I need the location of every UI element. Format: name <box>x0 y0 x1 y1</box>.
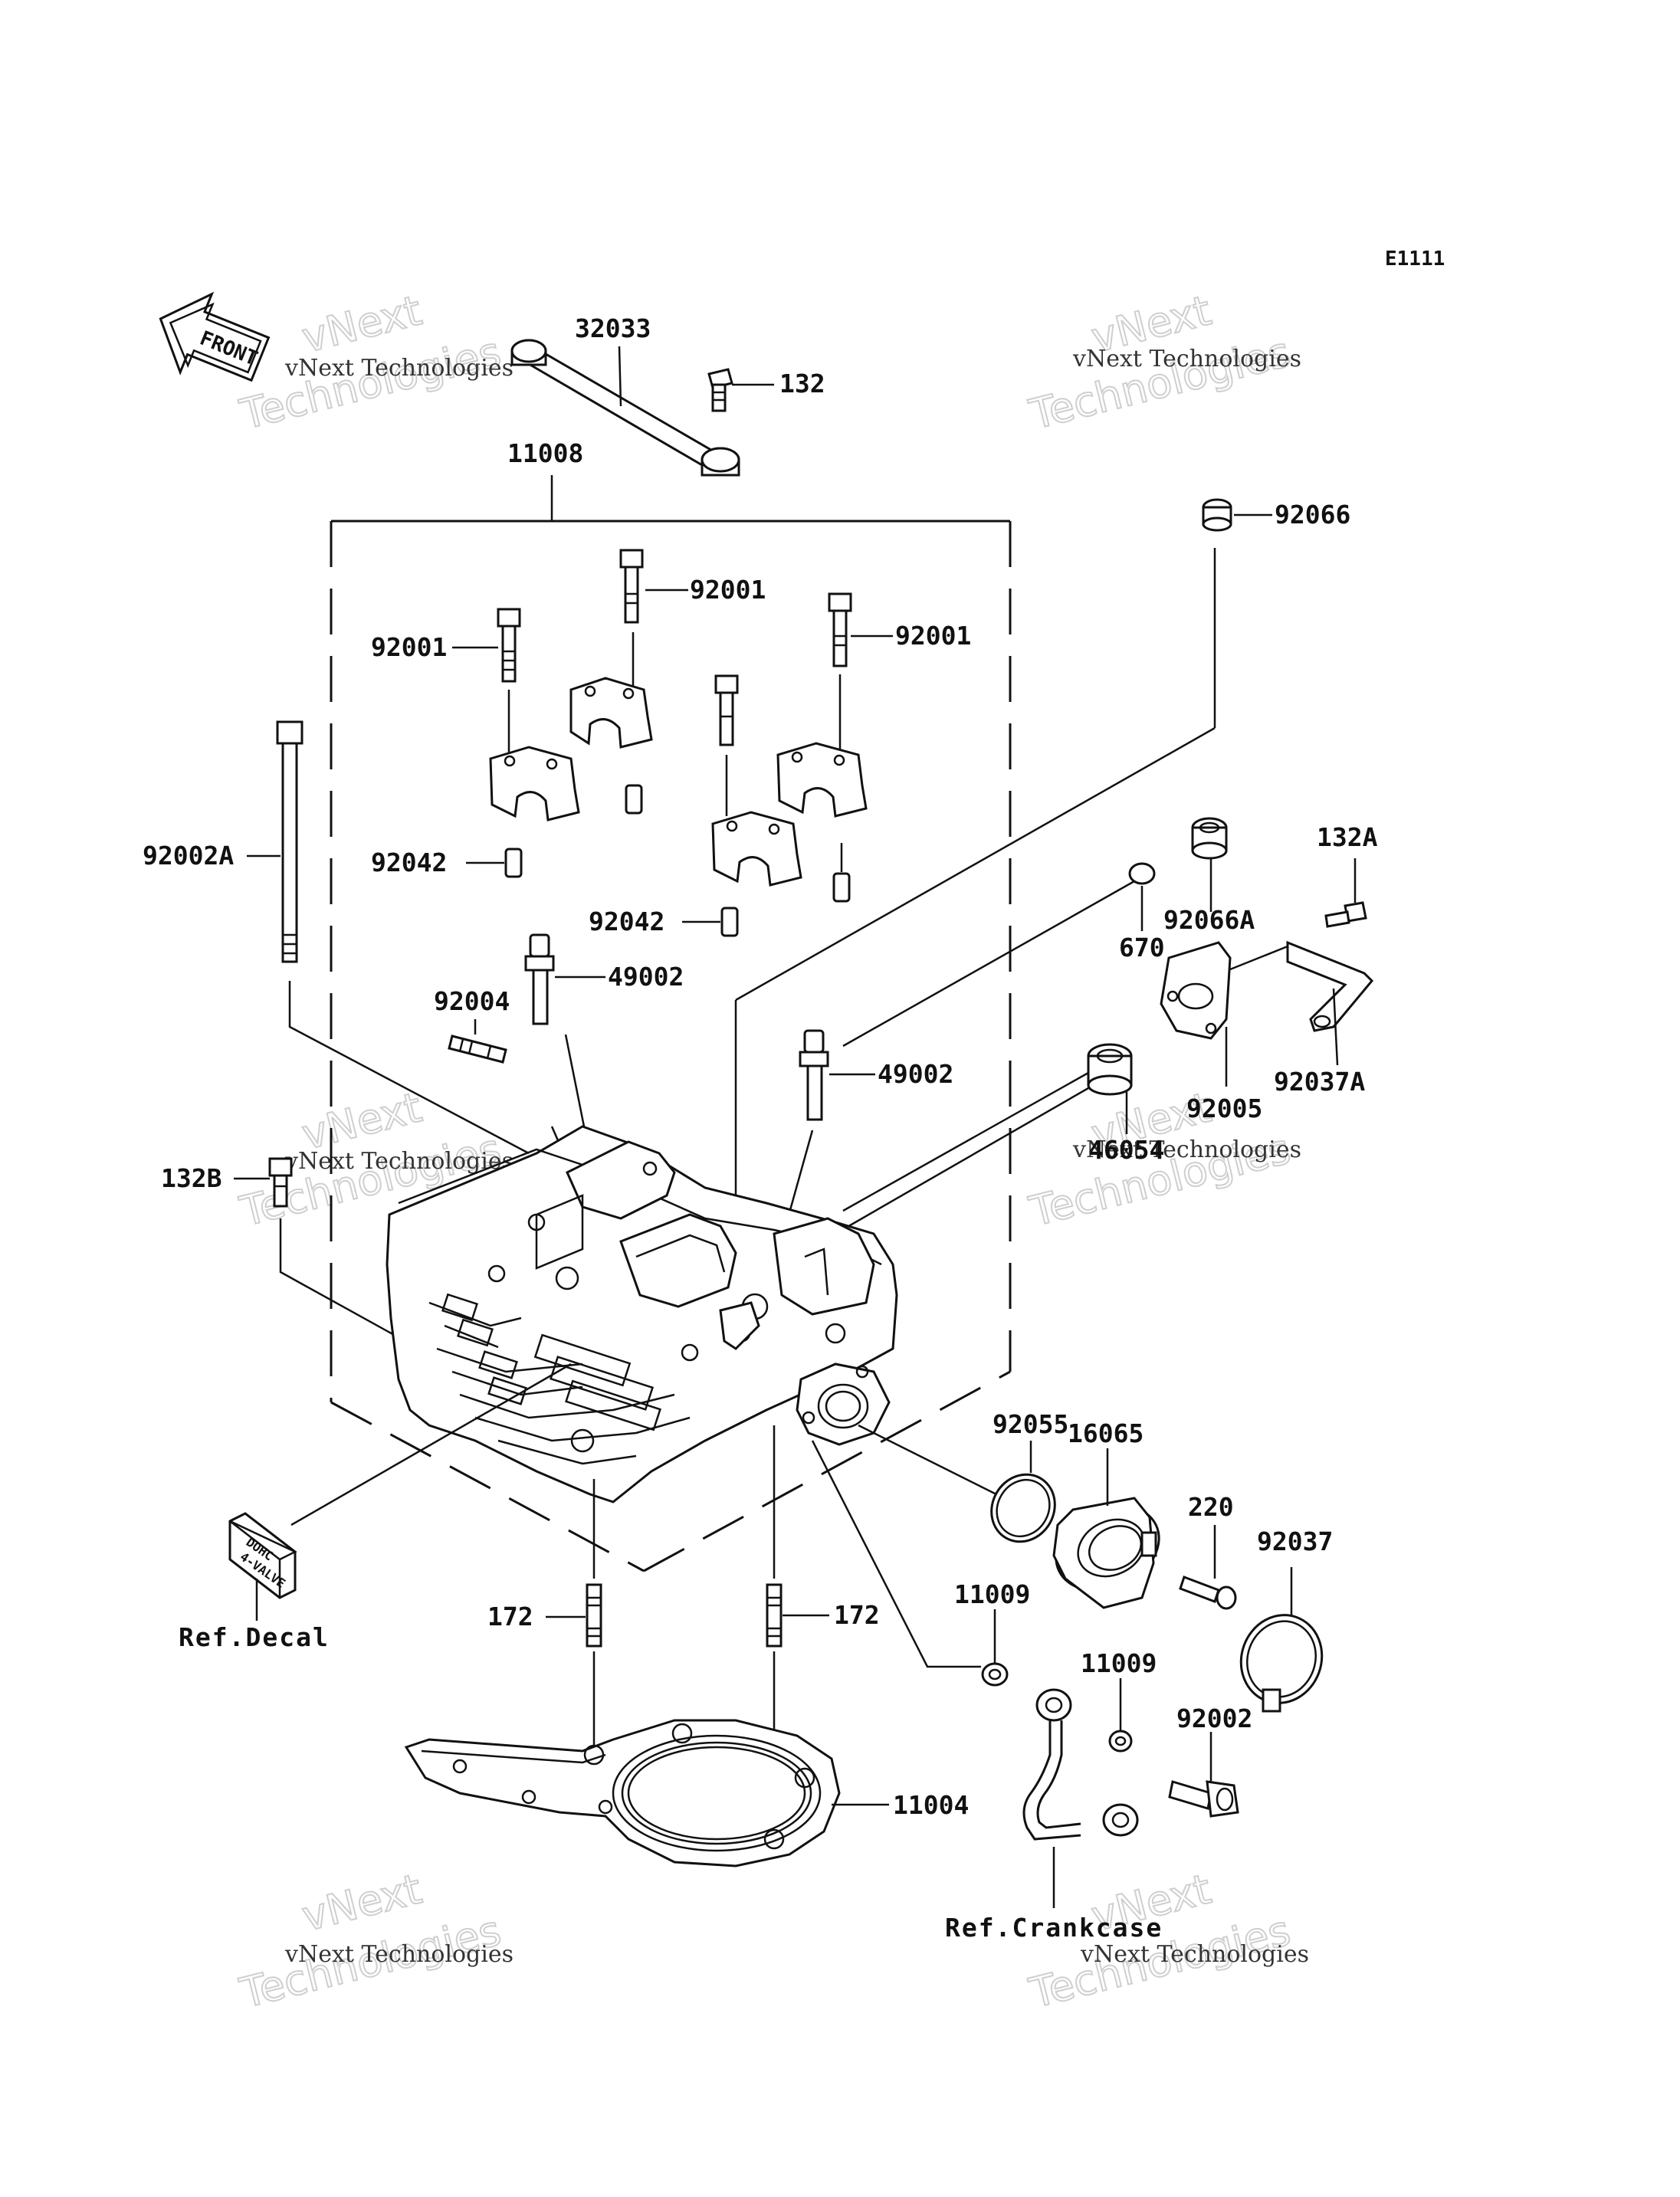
label-92001-center: 92001 <box>690 575 766 605</box>
label-11009-right: 11009 <box>1081 1648 1157 1678</box>
svg-text:vNext Technologies: vNext Technologies <box>1072 346 1301 372</box>
part-11004-gasket <box>404 1719 841 1867</box>
label-92066: 92066 <box>1275 500 1350 530</box>
label-92042-lower: 92042 <box>589 907 664 936</box>
part-92055-oring <box>990 1473 1056 1543</box>
part-92001-bolt-right <box>828 592 852 667</box>
part-220-screw <box>1179 1576 1237 1610</box>
part-132-bolt <box>707 368 733 412</box>
part-92001-bolt-left <box>497 608 521 683</box>
part-670-oring <box>1128 862 1156 885</box>
label-46054: 46054 <box>1088 1135 1164 1165</box>
label-92037: 92037 <box>1257 1526 1333 1556</box>
part-132A-bolt <box>1324 901 1367 928</box>
label-92002: 92002 <box>1176 1703 1252 1733</box>
part-172-stud-left <box>586 1583 602 1648</box>
label-132B: 132B <box>161 1163 221 1193</box>
cam-cap-right <box>776 742 868 818</box>
svg-text:vNext Technologies: vNext Technologies <box>284 1941 514 1968</box>
label-16065: 16065 <box>1068 1418 1144 1448</box>
label-ref-decal: Ref.Decal <box>179 1622 330 1652</box>
part-92001-bolt-lower <box>714 674 739 746</box>
cylinder-head <box>386 1125 898 1503</box>
label-11008: 11008 <box>507 438 583 468</box>
label-92002A: 92002A <box>143 841 234 871</box>
part-92042-dowel-lower <box>720 907 739 937</box>
watermark-bottom-left: vNext Technologies vNext Technologies <box>235 1864 514 2018</box>
label-220: 220 <box>1188 1492 1234 1522</box>
part-92037A-bracket <box>1286 940 1374 1032</box>
svg-text:vNext Technologies: vNext Technologies <box>284 1148 514 1175</box>
part-92037-clamp <box>1239 1614 1324 1713</box>
part-132B-bolt <box>268 1157 293 1208</box>
label-172-right: 172 <box>834 1600 880 1630</box>
part-92042-dowel-right <box>832 872 851 903</box>
part-16065-holder <box>1052 1497 1160 1609</box>
label-11009-left: 11009 <box>954 1579 1030 1609</box>
cam-cap-lower <box>711 811 802 887</box>
front-arrow-icon: FRONT <box>159 291 271 382</box>
svg-text:vNext Technologies: vNext Technologies <box>284 355 514 382</box>
label-92037A: 92037A <box>1274 1067 1365 1097</box>
label-49002-left: 49002 <box>608 962 684 992</box>
part-92005-fitting <box>1160 941 1288 1040</box>
label-49002-right: 49002 <box>878 1059 953 1089</box>
label-92005: 92005 <box>1186 1094 1262 1123</box>
label-92066A: 92066A <box>1163 905 1255 935</box>
label-92055: 92055 <box>993 1409 1068 1439</box>
label-92004: 92004 <box>434 986 510 1016</box>
label-ref-crankcase: Ref.Crankcase <box>945 1913 1163 1943</box>
watermark-top-right: vNext Technologies vNext Technologies <box>1024 285 1301 440</box>
svg-text:vNext Technologies: vNext Technologies <box>1080 1941 1309 1968</box>
part-11009-washer-right <box>1108 1730 1133 1753</box>
part-92001-bolt-center <box>619 549 644 624</box>
part-oil-pipe <box>1022 1688 1139 1841</box>
label-92001-right: 92001 <box>895 621 971 651</box>
part-46054-plug <box>1087 1043 1133 1096</box>
label-172-left: 172 <box>487 1602 533 1631</box>
part-92042-dowel-left <box>504 848 523 878</box>
watermark-top-left: vNext Technologies vNext Technologies <box>235 285 514 440</box>
svg-text:vNext Technologies: vNext Technologies <box>1072 1136 1301 1163</box>
part-92066A-plug <box>1191 817 1228 860</box>
label-92042-left: 92042 <box>371 848 447 877</box>
part-11009-washer-left <box>981 1662 1009 1687</box>
part-92002-bolt <box>1168 1780 1239 1818</box>
part-decal: DOHC 4-VALVE <box>228 1512 297 1599</box>
part-92066-plug <box>1202 498 1232 532</box>
part-92002A-long-bolt <box>276 720 304 963</box>
part-49002-guide-right <box>799 1029 829 1121</box>
part-32033-bracket <box>510 339 740 477</box>
part-92042-dowel-center <box>625 784 643 815</box>
label-132A: 132A <box>1317 822 1378 852</box>
part-49002-guide-left <box>524 933 555 1025</box>
part-92004-stud <box>448 1035 507 1064</box>
label-92001-left: 92001 <box>371 632 447 662</box>
diagram-code: E1111 <box>1385 248 1445 271</box>
label-11004: 11004 <box>893 1790 969 1820</box>
cam-cap-left <box>489 746 580 821</box>
part-172-stud-right <box>766 1583 783 1648</box>
label-132: 132 <box>779 369 825 398</box>
label-670: 670 <box>1119 933 1165 962</box>
cam-cap-center-top <box>569 677 653 749</box>
label-32033: 32033 <box>575 313 651 343</box>
